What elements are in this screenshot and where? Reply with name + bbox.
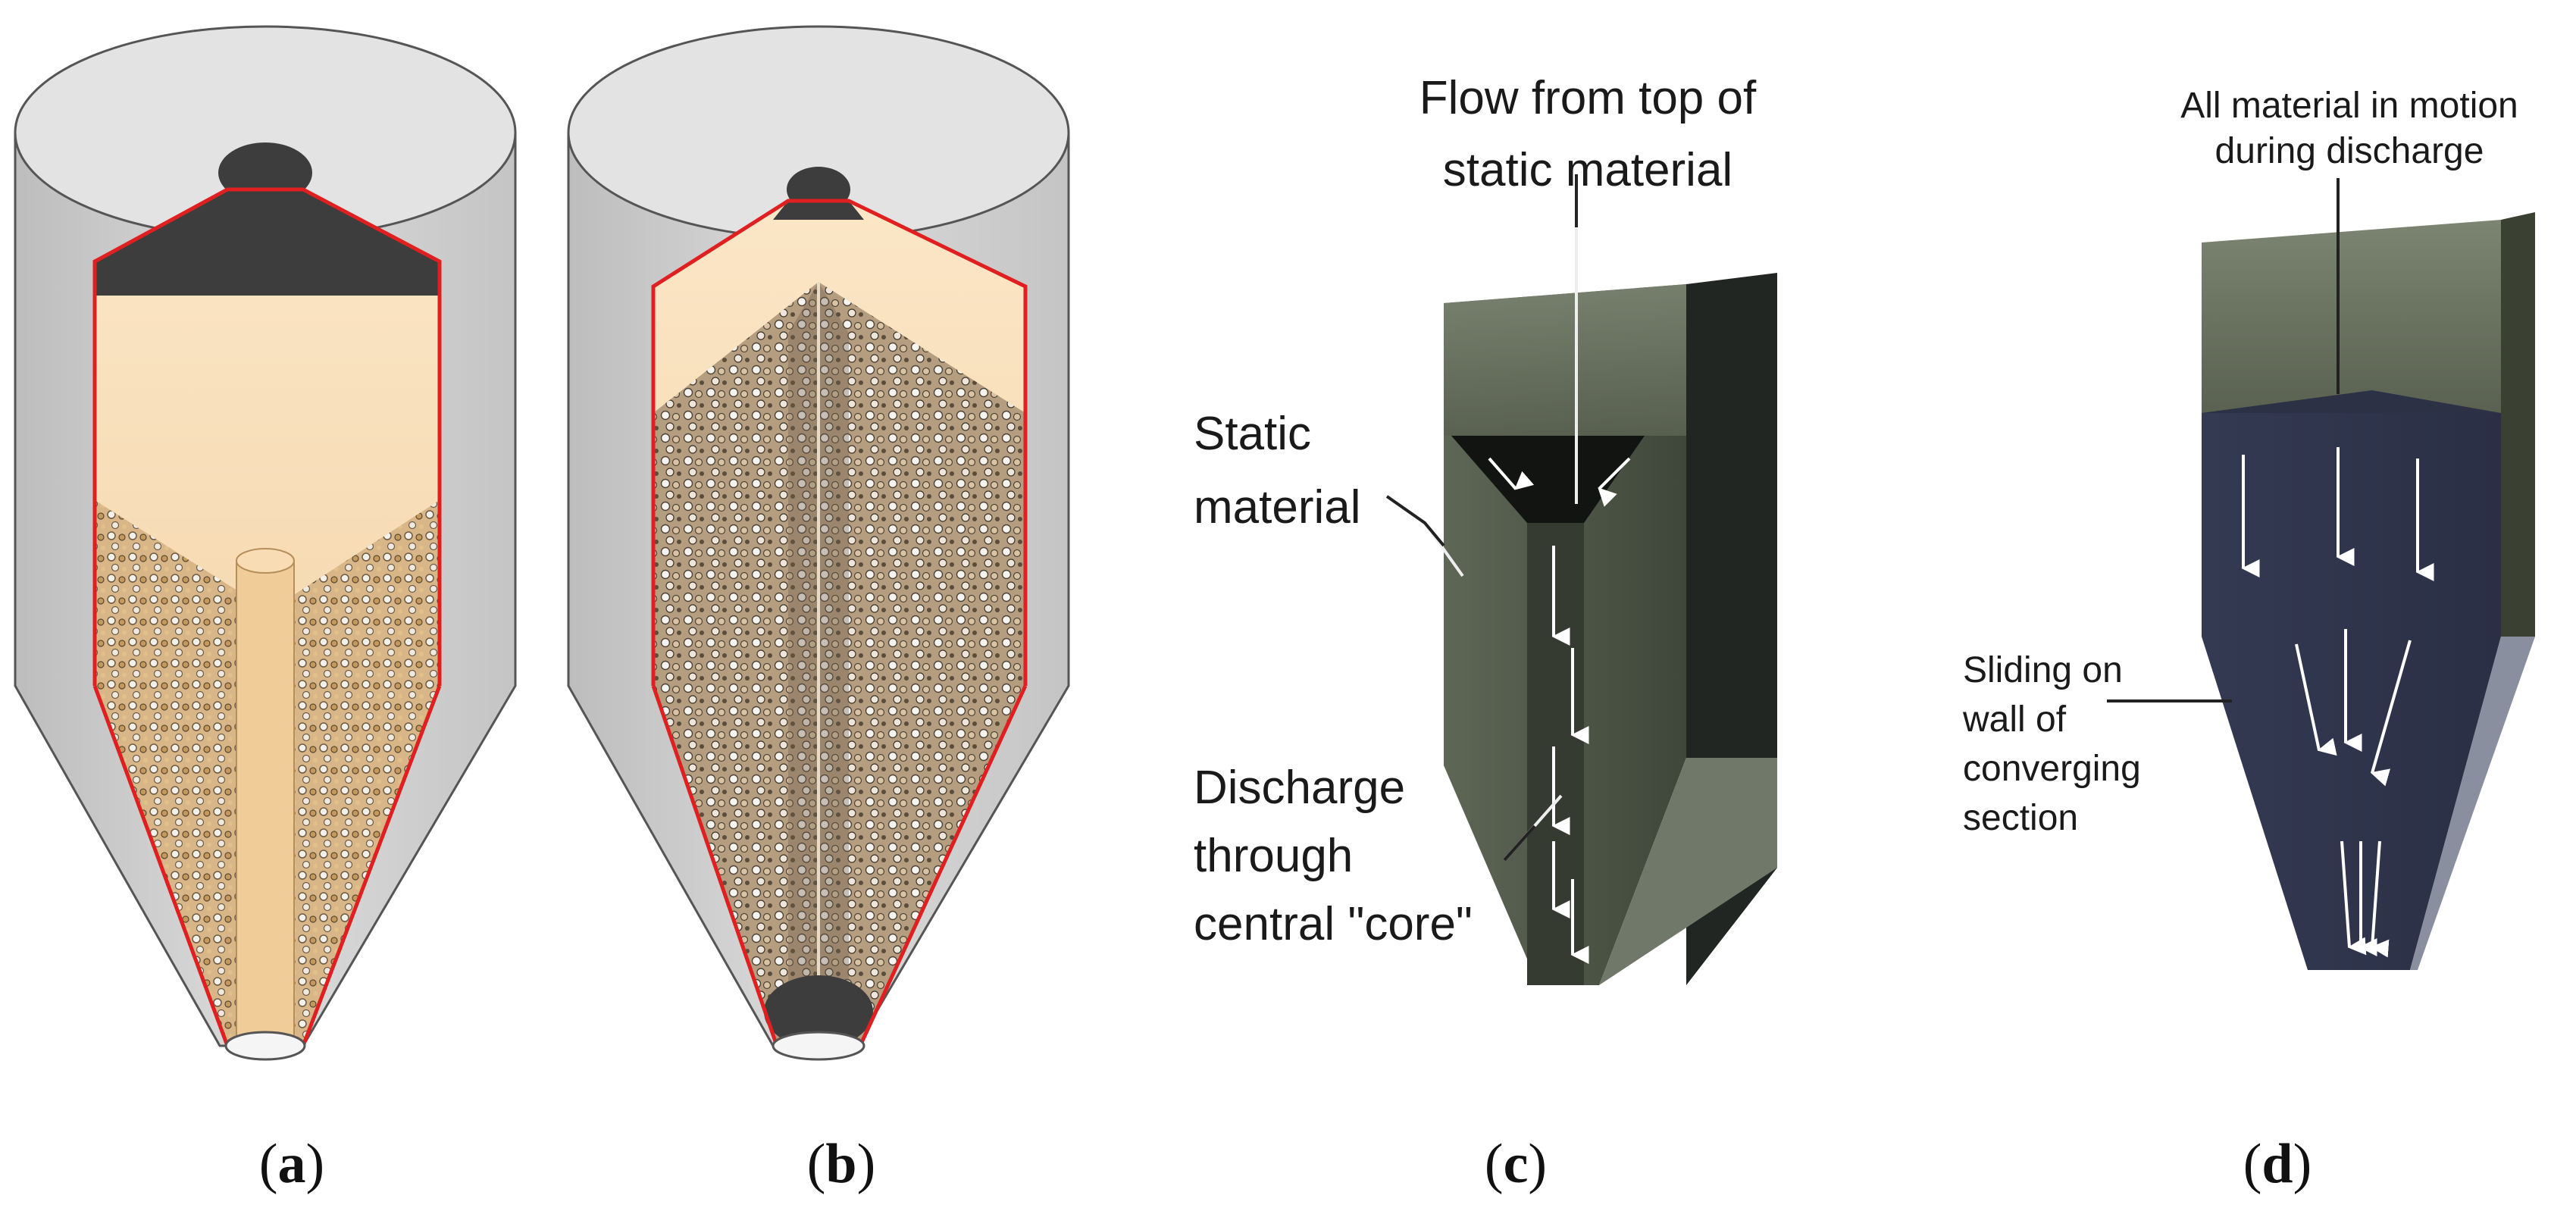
label-motion-line1: All material in motion — [2180, 86, 2518, 126]
label-static-line1: Static — [1194, 408, 1311, 460]
caption-d: (d) — [2243, 1133, 2312, 1195]
labels-c: Flow from top of static material Static … — [1194, 72, 1757, 950]
labels-d: All material in motion during discharge … — [1962, 86, 2518, 838]
label-sliding-line1: Sliding on — [1963, 650, 2123, 690]
silo-a — [14, 25, 517, 1061]
label-sliding-line3: converging — [1963, 749, 2141, 789]
caption-c: (c) — [1485, 1133, 1547, 1195]
label-motion-line2: during discharge — [2215, 131, 2484, 171]
label-flow-line1: Flow from top of — [1419, 72, 1757, 124]
label-discharge-line2: through — [1194, 830, 1353, 882]
hopper-c — [1385, 174, 1777, 985]
hopper-d — [2107, 178, 2535, 970]
label-sliding-line2: wall of — [1962, 699, 2067, 740]
caption-b: (b) — [807, 1133, 875, 1195]
silo-b — [567, 25, 1070, 1061]
label-discharge-line1: Discharge — [1194, 762, 1405, 814]
label-discharge-line3: central "core" — [1194, 898, 1473, 950]
label-sliding-line4: section — [1963, 798, 2078, 838]
captions: (a) (b) (c) (d) — [259, 1133, 2312, 1195]
label-static-line2: material — [1194, 481, 1361, 534]
label-flow-line2: static material — [1443, 144, 1732, 196]
caption-a: (a) — [259, 1133, 324, 1195]
